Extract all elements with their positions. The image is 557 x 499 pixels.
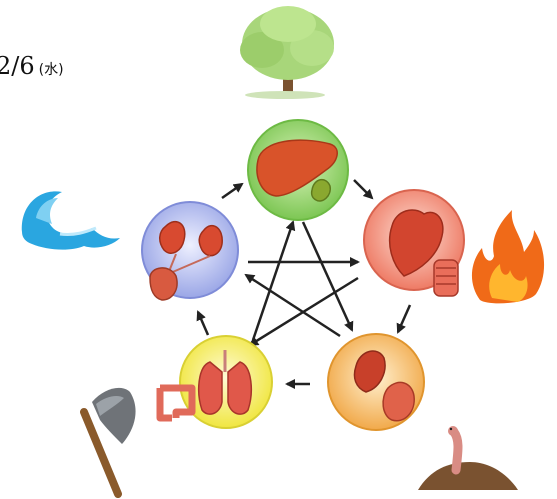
node-liver [248, 120, 348, 220]
arrow-liver-to-spleen [303, 222, 352, 330]
fire-icon [472, 210, 544, 303]
tree-icon [240, 6, 334, 99]
gallbladder-icon [312, 180, 331, 201]
earthworm-soil-icon [418, 426, 518, 490]
water-wave-icon [22, 191, 120, 249]
star-arrows [246, 222, 358, 345]
node-lungs [160, 336, 272, 428]
node-kidneys [142, 202, 238, 300]
stomach-icon [383, 382, 414, 420]
arrow-spleen-to-kidneys [246, 275, 340, 336]
axe-icon [84, 388, 136, 494]
arrow-heart-to-spleen [398, 305, 410, 332]
small-intestine-icon [434, 260, 458, 296]
node-spleen [328, 334, 424, 430]
arrow-lungs-to-kidneys [198, 312, 208, 335]
bladder-icon [150, 268, 177, 300]
arrow-liver-to-heart [354, 180, 372, 198]
arrow-kidneys-to-liver [222, 184, 242, 198]
node-heart [364, 190, 464, 296]
